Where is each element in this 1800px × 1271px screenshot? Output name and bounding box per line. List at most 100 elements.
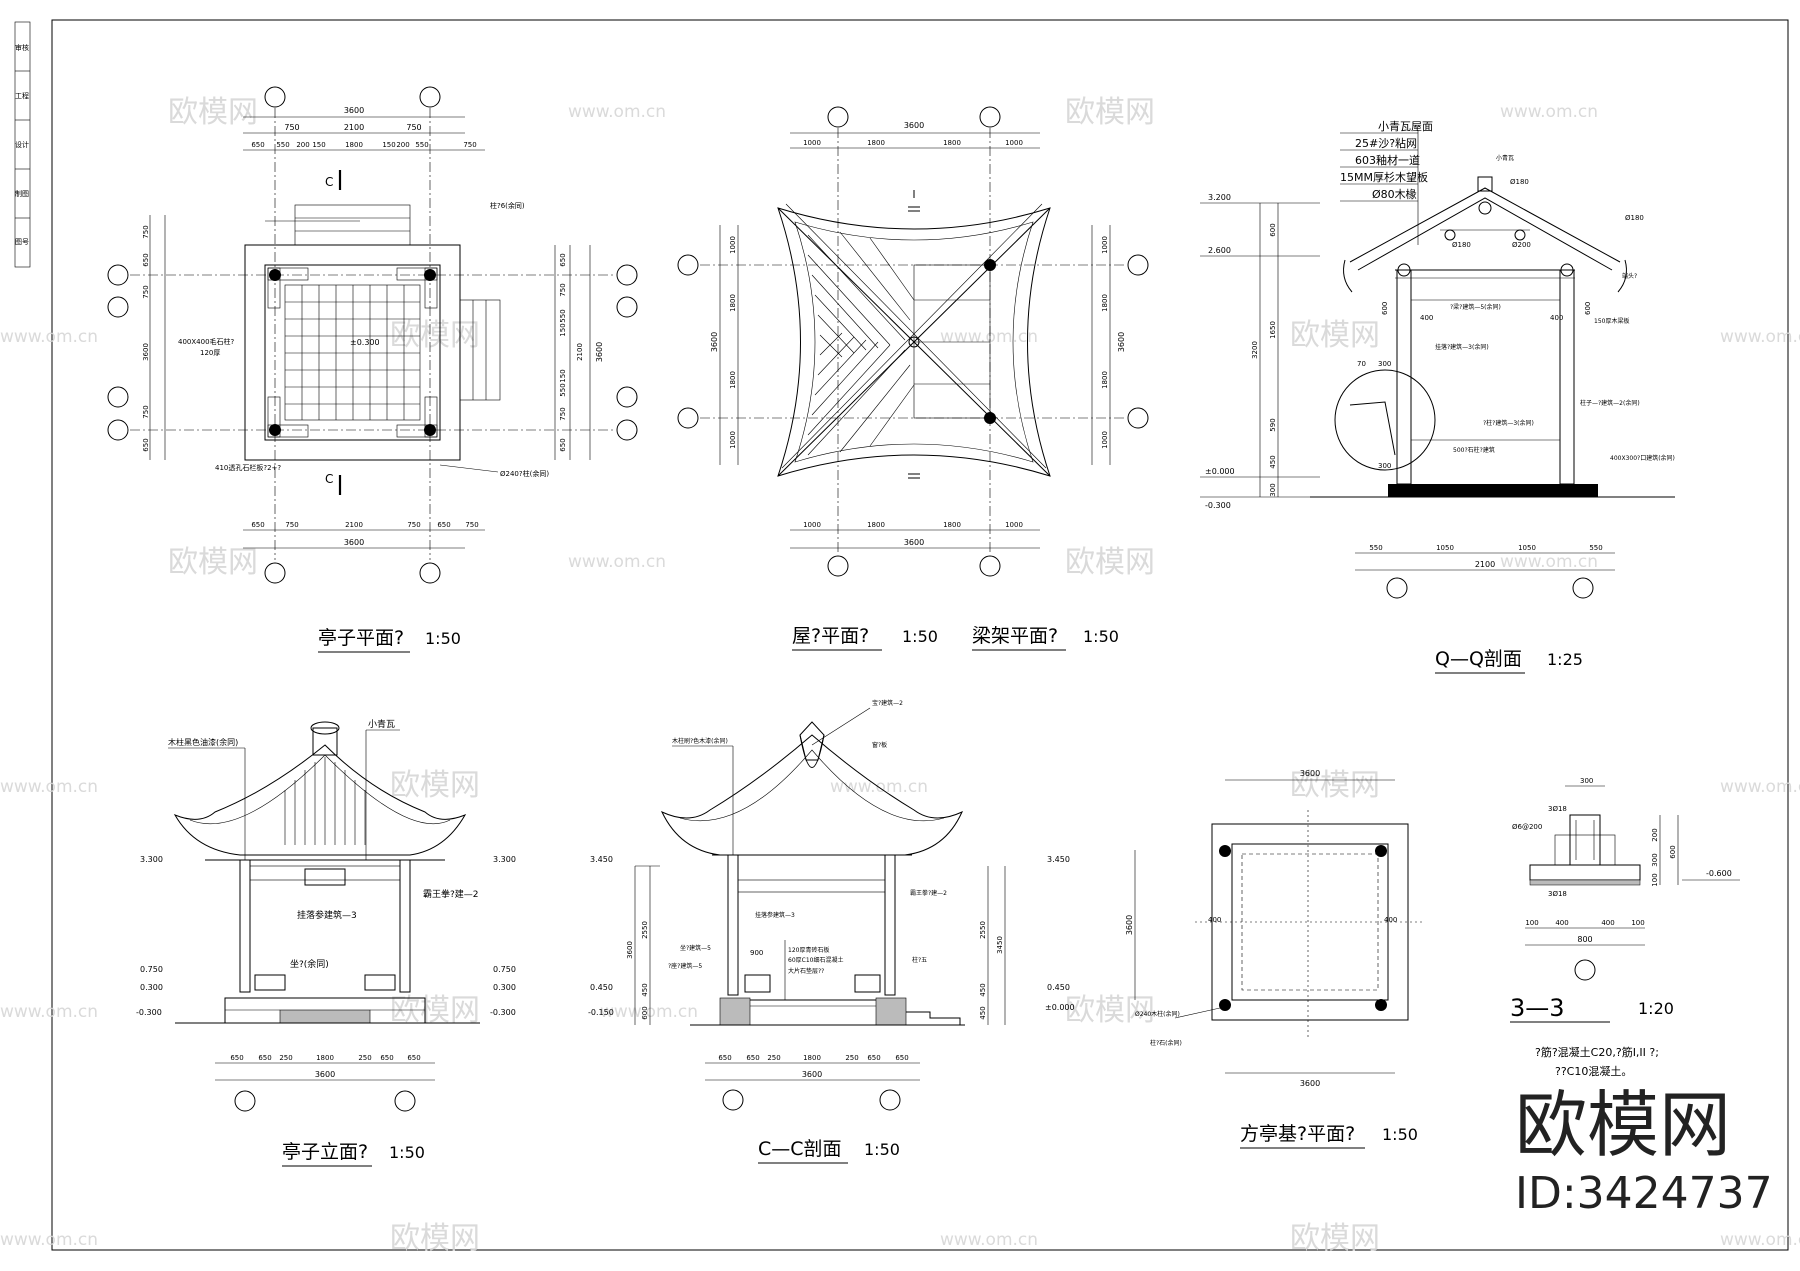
brand-watermark: 欧模网 ID:3424737 xyxy=(1515,1083,1773,1219)
column xyxy=(424,269,436,281)
watermark-url: www.om.cn xyxy=(0,1002,98,1022)
steps xyxy=(459,299,501,401)
dim-text: 650 xyxy=(407,1054,420,1062)
annotation: 150厚木梁板 xyxy=(1594,317,1629,325)
dim-text: 450 xyxy=(641,983,649,996)
section-mark: C xyxy=(325,175,333,189)
annotation: 宝?建筑—2 xyxy=(872,699,903,707)
view-title: 屋?平面? xyxy=(792,625,869,647)
dim-text: 3450 xyxy=(996,936,1004,954)
dim-text: 1000 xyxy=(729,236,737,254)
dim-text: 2550 xyxy=(641,921,649,939)
plan-view: 3600 750 2100 750 650 550 200 150 1800 1… xyxy=(107,86,638,653)
view-title: 亭子平面? xyxy=(318,627,404,649)
annotation: 霸王拳?建—2 xyxy=(910,889,947,897)
hanging-fascia xyxy=(737,879,886,893)
note: 603釉材一道 xyxy=(1355,153,1420,167)
dim-text: 3600 xyxy=(710,332,719,352)
note: 25#沙?粘网 xyxy=(1355,136,1417,150)
level-mark: 0.300 xyxy=(140,983,163,992)
dim-text: 650 xyxy=(258,1054,271,1062)
annotation: 木柱黑色油漆(余同) xyxy=(168,737,238,747)
annotation: 300 xyxy=(1378,462,1391,470)
dim-text: 3600 xyxy=(1125,915,1134,935)
watermark-url: www.om.cn xyxy=(0,1230,98,1250)
annotation: 400 xyxy=(1420,314,1433,322)
view-scale: 1:50 xyxy=(425,629,461,648)
dim-text: 2100 xyxy=(344,123,364,132)
dim-text: 750 xyxy=(406,123,421,132)
annotation: ?柱?建筑—3(余同) xyxy=(1483,419,1534,427)
annotation: 120厚青砖石板 xyxy=(788,946,829,954)
title-block: 审核 工程 设计 制图 图号 xyxy=(14,21,31,268)
dim-text: 650 xyxy=(867,1054,880,1062)
foundation-view: 3600 400 400 3600 Ø240木柱(余同) 柱?石(余同) 360… xyxy=(1125,769,1425,1149)
dim-text: 1800 xyxy=(803,1054,821,1062)
bench xyxy=(364,974,396,991)
steps xyxy=(294,204,411,246)
brand-id: ID:3424737 xyxy=(1515,1168,1773,1219)
dim-text: 1800 xyxy=(345,141,363,149)
column xyxy=(727,854,739,996)
watermark-layer: 欧模网 www.om.cn 欧模网 www.om.cn www.om.cn 欧模… xyxy=(0,95,1800,1256)
annotation: 坐?(余同) xyxy=(290,958,329,970)
dim-text: 400 xyxy=(1601,919,1614,927)
annotation: ?梁?建筑—5(余同) xyxy=(1450,303,1501,311)
dim-text: 300 xyxy=(1580,777,1593,785)
dim-text: 1800 xyxy=(943,139,961,147)
dim-text: 1050 xyxy=(1436,544,1454,552)
note: ??C10混凝土。 xyxy=(1555,1064,1632,1078)
ridge-finial xyxy=(312,727,338,756)
roof-slope xyxy=(1349,187,1621,263)
watermark-cn: 欧模网 xyxy=(390,1221,480,1256)
hanging-fascia xyxy=(249,865,401,881)
bench xyxy=(254,974,286,991)
detail-callout xyxy=(1334,369,1436,471)
level-mark: ±0.000 xyxy=(1205,467,1235,476)
dim-text: 3600 xyxy=(904,538,924,547)
dim-text: 600 xyxy=(1669,845,1677,858)
view-scale: 1:50 xyxy=(1382,1125,1418,1144)
dim-text: 650 xyxy=(718,1054,731,1062)
dim-text: 750 xyxy=(407,521,420,529)
watermark-cn: 欧模网 xyxy=(1290,1221,1380,1256)
dim-text: 750 xyxy=(559,283,567,296)
level-mark: ±0.000 xyxy=(1045,1003,1075,1012)
dim-text: 3600 xyxy=(344,106,364,115)
elevation-view: 3.300 0.750 0.300 -0.300 3.300 0.750 0.3… xyxy=(136,718,516,1167)
watermark-url: www.om.cn xyxy=(1500,552,1598,572)
level-mark: 0.450 xyxy=(1047,983,1070,992)
annotation: 柱?五 xyxy=(912,956,927,964)
annotation: ?座?建筑—5 xyxy=(668,962,702,970)
annotation: 120厚 xyxy=(200,349,220,357)
title-block-cell: 制图 xyxy=(15,189,29,198)
dim-text: 400 xyxy=(1208,916,1221,924)
annotation: 400 xyxy=(1550,314,1563,322)
dim-text: 450 xyxy=(979,1006,987,1019)
dim-text: 3600 xyxy=(142,343,150,361)
dim-text: 1000 xyxy=(1101,431,1109,449)
level-mark: 0.300 xyxy=(493,983,516,992)
dim-text: 600 xyxy=(641,1006,649,1019)
dim-text: 1800 xyxy=(729,294,737,312)
level-mark: 0.750 xyxy=(140,965,163,974)
dim-text: 450 xyxy=(979,983,987,996)
view-scale: 1:50 xyxy=(902,627,938,646)
dim-text: 3600 xyxy=(315,1070,335,1079)
dim-text: 3600 xyxy=(1300,1079,1320,1088)
annotation: Ø180 xyxy=(1625,214,1644,222)
annotation: 3Ø18 xyxy=(1548,805,1567,813)
level-mark: -0.150 xyxy=(588,1008,614,1017)
title-block-cell: 设计 xyxy=(15,140,29,149)
footing xyxy=(875,997,907,1026)
dim-text: 750 xyxy=(142,405,150,418)
dim-text: 400 xyxy=(1555,919,1568,927)
dim-text: 750 xyxy=(465,521,478,529)
dim-text: 150 xyxy=(559,369,567,382)
watermark-url: www.om.cn xyxy=(940,1230,1038,1250)
watermark-url: www.om.cn xyxy=(1720,777,1800,797)
annotation: 60厚C10细石混凝土 xyxy=(788,956,843,964)
dim-text: 550 xyxy=(276,141,289,149)
view-title: 3—3 xyxy=(1510,994,1565,1022)
dim-text: 200 xyxy=(396,141,409,149)
